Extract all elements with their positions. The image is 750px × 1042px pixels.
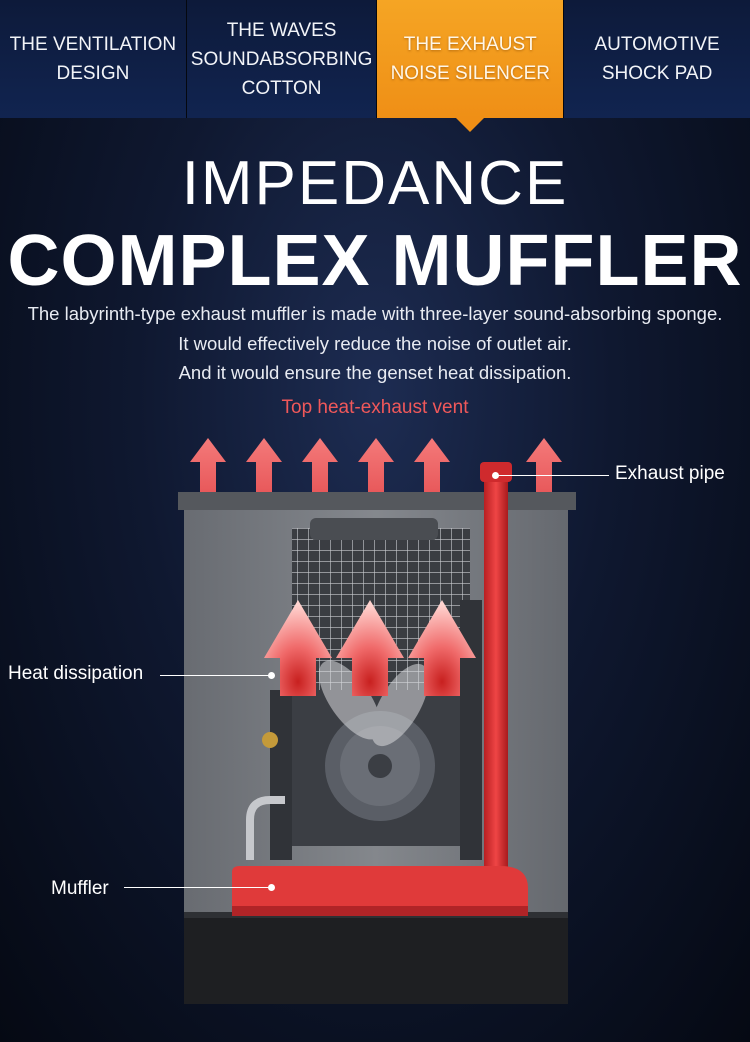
top-vent-label: Top heat-exhaust vent bbox=[281, 397, 469, 418]
feature-tabs: THE VENTILATION DESIGN THE WAVES SOUNDAB… bbox=[0, 0, 750, 118]
muffler-label: Muffler bbox=[51, 878, 109, 899]
heading-line-1: IMPEDANCE bbox=[181, 149, 569, 218]
exhaust-pipe-label: Exhaust pipe bbox=[615, 463, 725, 484]
heat-dissipation-arrows bbox=[264, 600, 476, 696]
description: The labyrinth-type exhaust muffler is ma… bbox=[0, 299, 750, 388]
description-line-2: It would effectively reduce the noise of… bbox=[178, 332, 572, 354]
muffler-dot bbox=[268, 884, 275, 891]
exhaust-pipe-dot bbox=[492, 472, 499, 479]
genset-illustration bbox=[178, 438, 576, 1004]
tab-ventilation-design[interactable]: THE VENTILATION DESIGN bbox=[0, 0, 187, 118]
description-line-1: The labyrinth-type exhaust muffler is ma… bbox=[27, 303, 723, 324]
top-vent-arrows bbox=[190, 438, 562, 492]
heat-dissipation-dot bbox=[268, 672, 275, 679]
description-line-3: And it would ensure the genset heat diss… bbox=[178, 362, 572, 383]
tab-exhaust-noise-silencer[interactable]: THE EXHAUST NOISE SILENCER bbox=[377, 0, 565, 118]
heat-dissipation-label: Heat dissipation bbox=[8, 663, 144, 684]
tab-automotive-shock-pad[interactable]: AUTOMOTIVE SHOCK PAD bbox=[564, 0, 750, 118]
exhaust-pipe-line bbox=[497, 475, 609, 476]
tab-waves-soundabsorbing-cotton[interactable]: THE WAVES SOUNDABSORBING COTTON bbox=[186, 0, 378, 118]
heat-dissipation-line bbox=[160, 675, 272, 676]
muffler-line bbox=[124, 887, 272, 888]
heading-line-2: COMPLEX MUFFLER bbox=[7, 221, 743, 301]
